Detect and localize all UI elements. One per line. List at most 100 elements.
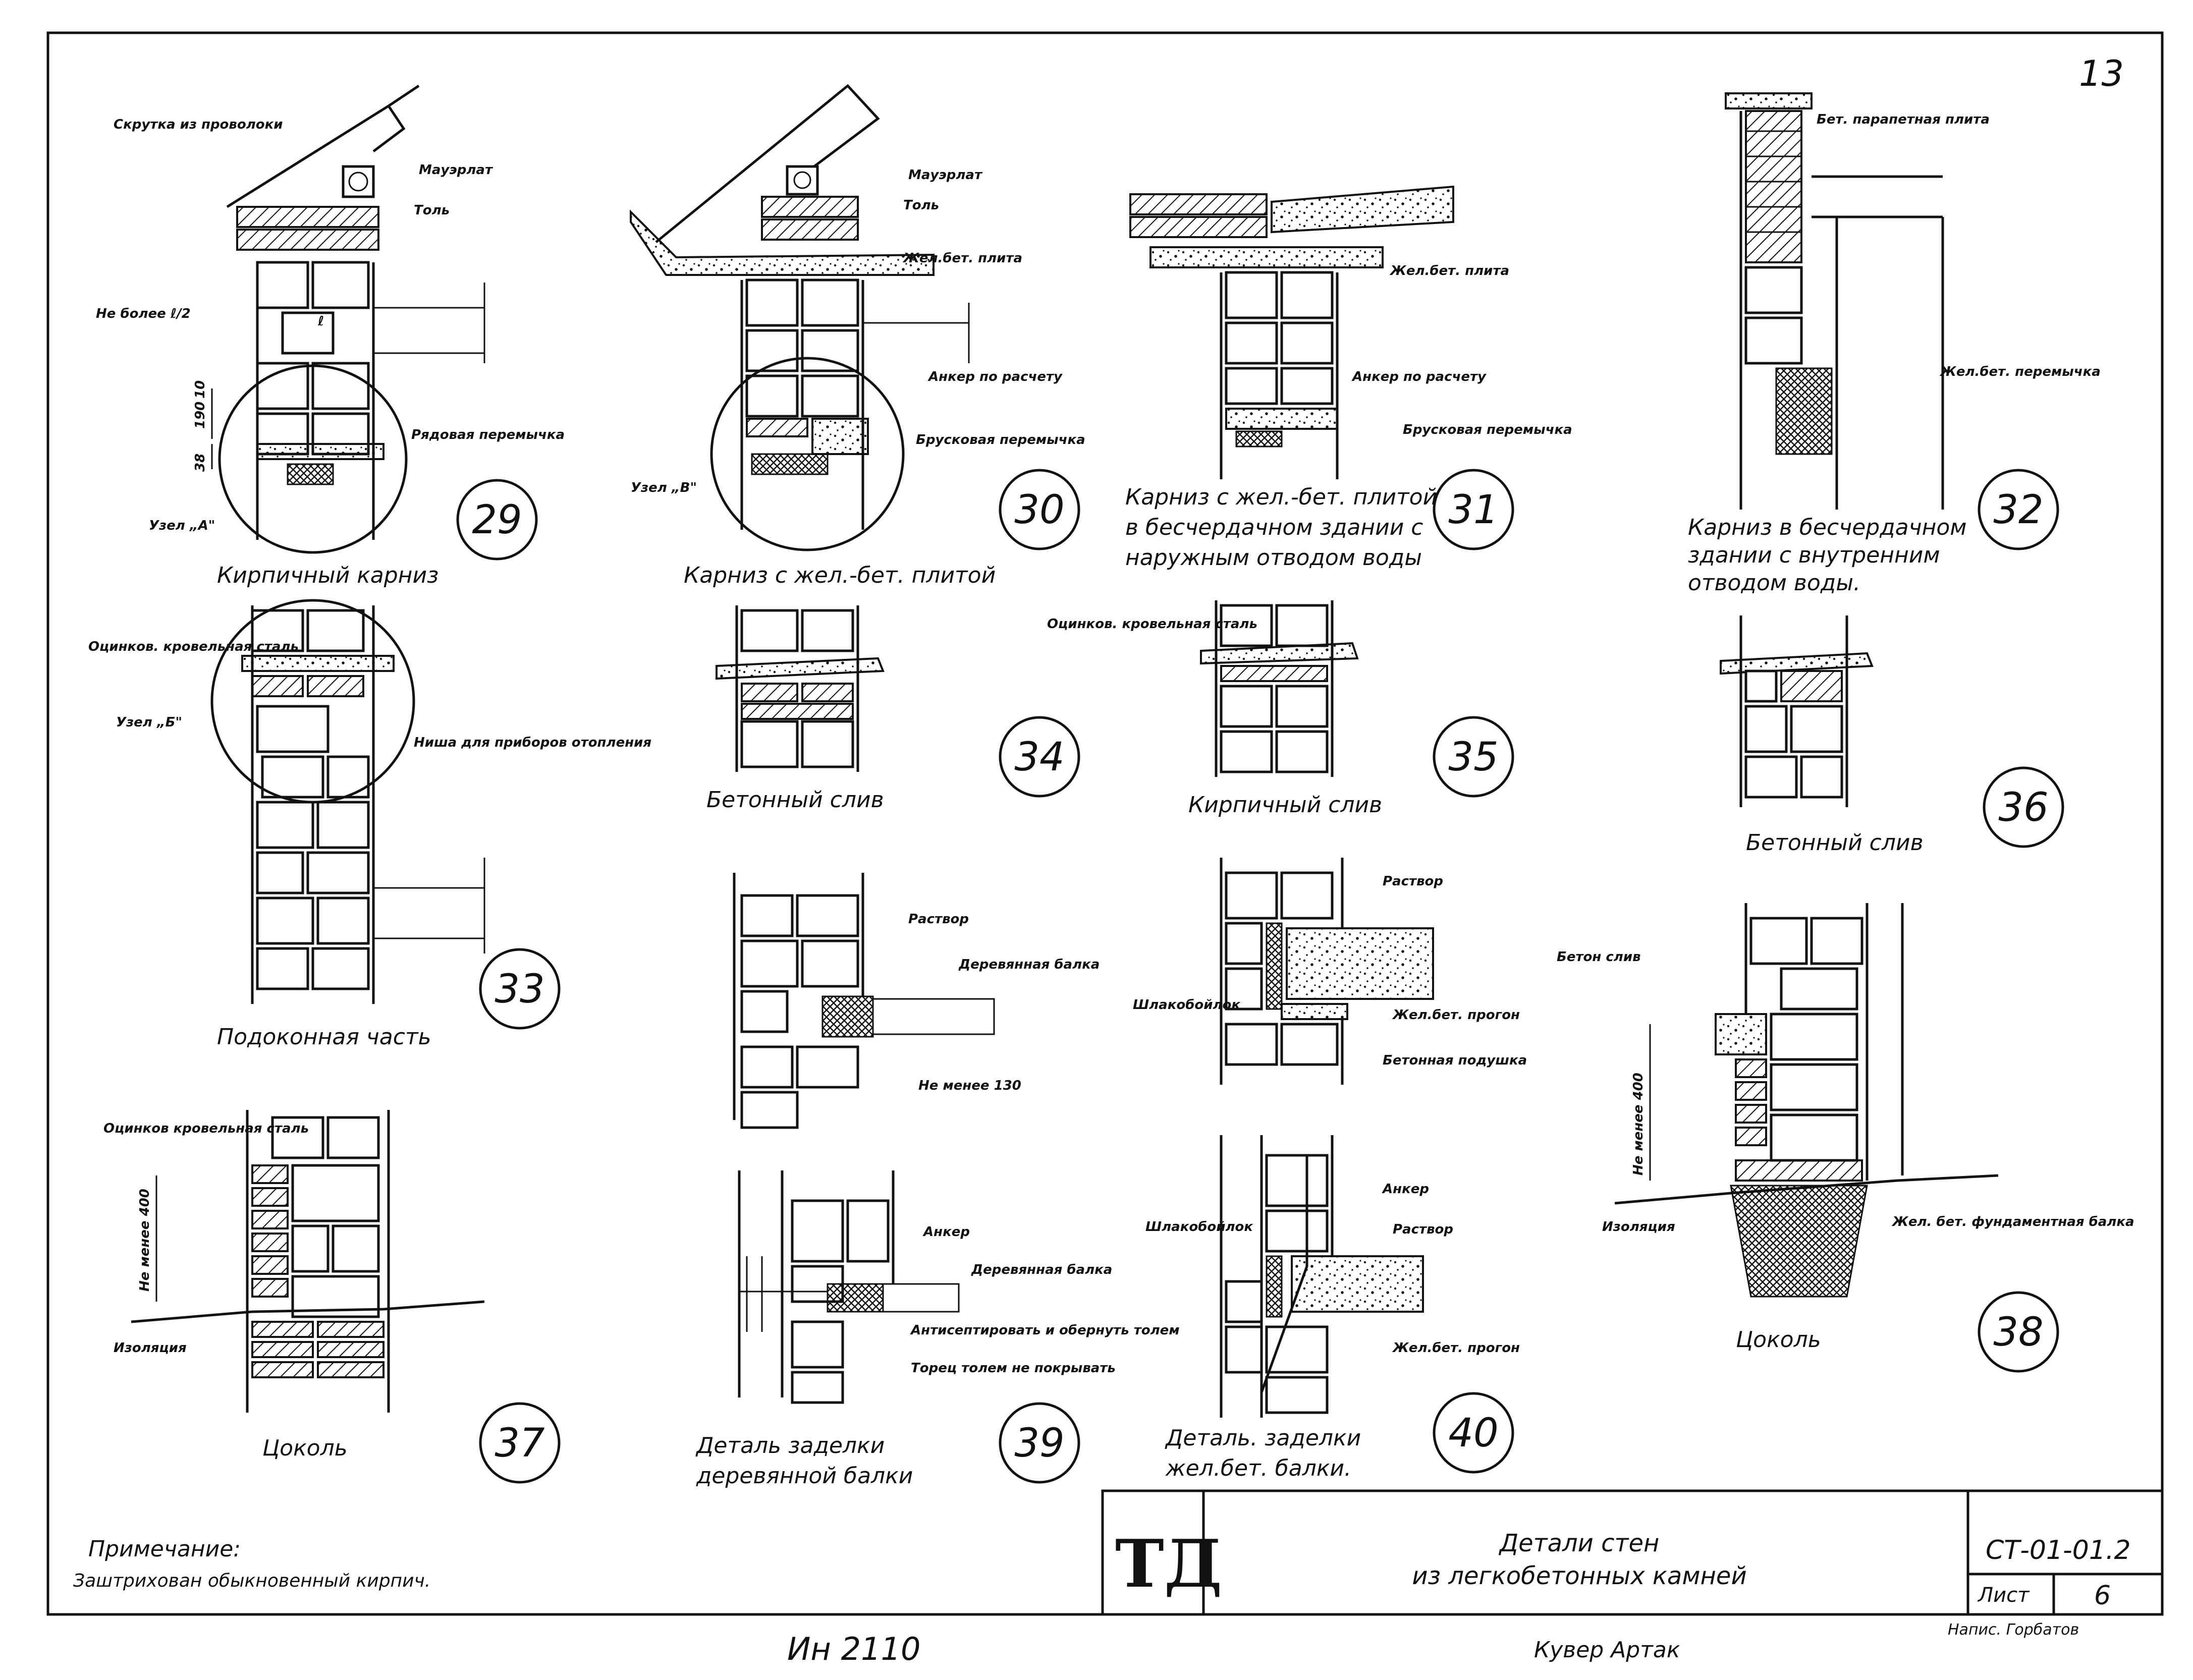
d38-label-isolation: Изоляция xyxy=(1602,1219,1675,1235)
d34-number: 34 xyxy=(1014,735,1064,780)
d36-number: 36 xyxy=(1998,785,2048,830)
d38-number: 38 xyxy=(1993,1310,2043,1355)
sheet-number: 6 xyxy=(2094,1581,2111,1611)
d37-label-isolation: Изоляция xyxy=(114,1340,187,1356)
d39-label-min130: Не менее 130 xyxy=(918,1078,1021,1093)
detail-37: Оцинков кровельная сталь Не менее 400 Из… xyxy=(103,1110,561,1484)
detail-35: Оцинков. кровельная сталь Кирпичный слив… xyxy=(1047,600,1514,818)
d40-label-pad: Бетонная подушка xyxy=(1383,1053,1527,1068)
d37-label-steel: Оцинков кровельная сталь xyxy=(103,1121,309,1136)
page-number: 13 xyxy=(2079,53,2124,94)
title-block: ТД Детали стен из легкобетонных камней С… xyxy=(1101,1489,2164,1616)
d40-label-anchor: Анкер xyxy=(1382,1182,1429,1197)
d31-caption-2: в бесчердачном здании с xyxy=(1125,515,1423,540)
d40-label-mortar-bottom: Раствор xyxy=(1393,1222,1453,1237)
d31-label-slab: Жел.бет. плита xyxy=(1389,263,1509,278)
d35-caption: Кирпичный слив xyxy=(1188,792,1382,818)
d38-label-sill: Бетон слив xyxy=(1557,949,1641,965)
d39-number: 39 xyxy=(1014,1421,1064,1466)
d29-label-lintel: Рядовая перемычка xyxy=(411,427,565,442)
d32-number: 32 xyxy=(1993,487,2043,533)
d40-number: 40 xyxy=(1448,1411,1498,1456)
d38-label-min: Не менее 400 xyxy=(1631,1073,1646,1175)
d29-label-l: ℓ xyxy=(317,314,324,329)
d40-caption-2: жел.бет. балки. xyxy=(1165,1455,1351,1481)
d30-number: 30 xyxy=(1014,487,1064,533)
d40-label-slag-bottom: Шлакобойлок xyxy=(1145,1219,1253,1235)
d30-label-lintel: Брусковая перемычка xyxy=(916,432,1085,447)
sheet-label: Лист xyxy=(1977,1584,2030,1607)
d35-number: 35 xyxy=(1448,735,1498,780)
detail-31: Жел.бет. плита Анкер по расчету Брускова… xyxy=(1125,185,1572,571)
checker-signature: Напис. Горбатов xyxy=(1948,1621,2079,1639)
detail-33: Оцинков. кровельная сталь Узел „Б" Ниша … xyxy=(88,599,651,1050)
d39-label-anchor: Анкер xyxy=(922,1224,970,1240)
d31-label-lintel: Брусковая перемычка xyxy=(1403,422,1572,437)
d39-caption-2: деревянной балки xyxy=(696,1463,913,1489)
d36-caption: Бетонный слив xyxy=(1746,830,1924,856)
d29-label-max: Не более ℓ/2 xyxy=(96,306,191,321)
d29-label-mauerlat: Мауэрлат xyxy=(419,162,494,178)
d40-caption-1: Деталь. заделки xyxy=(1165,1425,1361,1451)
d37-number: 37 xyxy=(495,1421,544,1466)
d32-label-lintel: Жел.бет. перемычка xyxy=(1939,364,2101,379)
detail-34: Бетонный слив 34 xyxy=(706,605,1080,813)
d39-label-end: Торец толем не покрывать xyxy=(911,1361,1116,1376)
d29-label-node: Узел „А" xyxy=(149,518,215,533)
drawing-code: СТ-01-01.2 xyxy=(1986,1535,2131,1565)
d30-label-slab: Жел.бет. плита xyxy=(902,251,1022,266)
detail-38: Бетон слив Не менее 400 Изоляция Жел. бе… xyxy=(1557,903,2134,1373)
logo-td: ТД xyxy=(1115,1525,1222,1602)
detail-39: Раствор Деревянная балка Не менее 130 Ан… xyxy=(695,873,1180,1489)
detail-29: Скрутка из проволоки Мауэрлат Толь Не бо… xyxy=(96,84,565,588)
d35-label-steel: Оцинков. кровельная сталь xyxy=(1047,617,1257,632)
d31-caption-3: наружным отводом воды xyxy=(1125,545,1422,571)
d33-number: 33 xyxy=(495,967,544,1012)
d34-caption: Бетонный слив xyxy=(706,787,884,813)
d29-dim-38: 38 xyxy=(193,454,208,472)
d39-label-mortar: Раствор xyxy=(908,912,969,927)
d39-label-beam-top: Деревянная балка xyxy=(958,957,1100,972)
note-text: Заштрихован обыкновенный кирпич. xyxy=(73,1571,430,1591)
d39-label-antiseptic: Антисептировать и обернуть толем xyxy=(910,1323,1180,1338)
title-line-2: из легкобетонных камней xyxy=(1412,1562,1746,1590)
d30-label-mauerlat: Мауэрлат xyxy=(908,167,983,183)
note-title: Примечание: xyxy=(88,1536,241,1562)
detail-30: Мауэрлат Толь Жел.бет. плита Анкер по ра… xyxy=(630,84,1085,588)
detail-32: Бет. парапетная плита Жел.бет. перемычка… xyxy=(1688,92,2101,596)
d33-label-steel: Оцинков. кровельная сталь xyxy=(88,639,299,654)
d39-label-beam-bottom: Деревянная балка xyxy=(971,1262,1112,1277)
d40-label-girder-bottom: Жел.бет. прогон xyxy=(1392,1340,1520,1356)
d29-dim-190: 190 xyxy=(193,402,208,429)
d32-caption-3: отводом воды. xyxy=(1688,570,1860,596)
d29-label-wire: Скрутка из проволоки xyxy=(114,117,283,132)
detail-40: Раствор Шлакобойлок Жел.бет. прогон Бето… xyxy=(1133,858,1527,1481)
d29-number: 29 xyxy=(472,497,522,543)
d30-caption: Карниз с жел.-бет. плитой xyxy=(684,563,996,588)
title-line-1: Детали стен xyxy=(1499,1529,1660,1557)
d40-label-girder-top: Жел.бет. прогон xyxy=(1392,1007,1520,1023)
d31-label-anchor: Анкер по расчету xyxy=(1351,369,1487,384)
d29-label-tol: Толь xyxy=(414,203,450,218)
detail-36: Бетонный слив 36 xyxy=(1720,615,2064,856)
signatures: Кувер Артак xyxy=(1534,1637,1680,1663)
d29-caption: Кирпичный карниз xyxy=(217,563,438,588)
d40-label-mortar-top: Раствор xyxy=(1383,874,1443,889)
d30-label-tol: Толь xyxy=(903,198,939,213)
d32-label-parapet: Бет. парапетная плита xyxy=(1817,112,1990,127)
d39-caption-1: Деталь заделки xyxy=(695,1433,885,1459)
d30-label-anchor: Анкер по расчету xyxy=(927,369,1063,384)
d37-label-min: Не менее 400 xyxy=(137,1189,152,1292)
d31-caption-1: Карниз с жел.-бет. плитой xyxy=(1125,484,1437,510)
d40-label-slag-top: Шлакобойлок xyxy=(1133,997,1241,1013)
d33-label-node: Узел „Б" xyxy=(116,715,182,730)
d33-label-niche: Ниша для приборов отопления xyxy=(414,735,651,750)
d32-caption-1: Карниз в бесчердачном xyxy=(1688,515,1966,540)
d38-label-beam: Жел. бет. фундаментная балка xyxy=(1891,1214,2134,1229)
d31-number: 31 xyxy=(1448,487,1498,533)
d37-caption: Цоколь xyxy=(262,1435,348,1461)
inventory-number: Ин 2110 xyxy=(787,1631,920,1667)
d29-dim-10: 10 xyxy=(193,380,208,399)
d30-label-node: Узел „В" xyxy=(631,480,697,495)
